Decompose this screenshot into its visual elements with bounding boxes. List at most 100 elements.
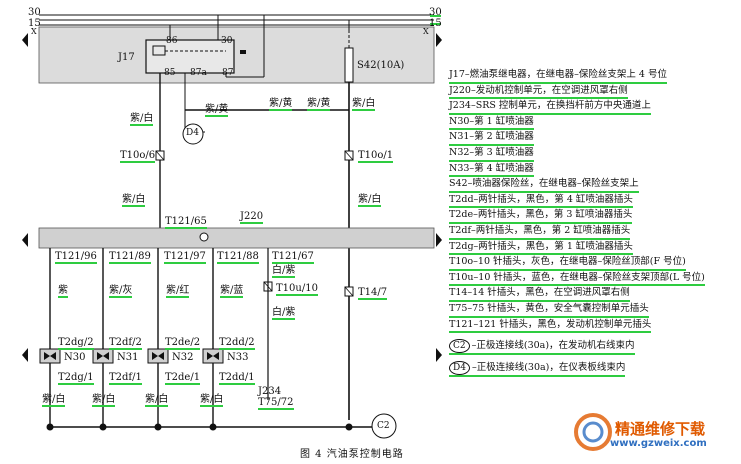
ecu-ground-symbol: [199, 232, 209, 242]
wire-label-3b: 紫/黄: [307, 98, 331, 111]
conn-t14-7: T14/7: [358, 287, 388, 300]
wire-label-5b: 紫/白: [358, 194, 382, 207]
conn-t10o6: T10o/6: [120, 150, 156, 163]
injector-n33: [202, 348, 224, 364]
conn-t121-67: T121/67: [272, 251, 314, 264]
ground-d4-label: D4: [186, 128, 199, 138]
injector-n30: [39, 348, 61, 364]
wire-label-10: 紫/红: [166, 285, 190, 298]
relay-panel-band: [38, 26, 435, 84]
wire-label-6: 白/紫: [272, 265, 296, 278]
wire-label-9: 紫/灰: [109, 285, 133, 298]
legend-item: T2dg–两针插头，黑色，第 1 缸喷油器插头: [449, 240, 633, 256]
injector-n30-label: N30: [64, 352, 86, 363]
wire-label-b1: 紫/白: [42, 394, 66, 407]
module-j234: J234: [258, 386, 282, 397]
conn-t10u10: T10u/10: [276, 283, 318, 296]
relay-pin-85: 85: [164, 68, 176, 78]
conn-t121-88: T121/88: [217, 251, 259, 264]
ecu-name: J220: [240, 211, 264, 224]
legend-item: J234–SRS 控制单元，在换挡杆前方中央通道上: [449, 99, 651, 115]
relay-name: J17: [118, 52, 135, 63]
legend-item: N32–第 3 缸喷油器: [449, 146, 534, 162]
ground-d4-circle: [182, 123, 204, 145]
fuse-s42: [344, 47, 354, 83]
figure-caption: 图 4 汽油泵控制电路: [300, 449, 404, 460]
legend-item: J220–发动机控制单元，在空调进风罩右侧: [449, 84, 628, 100]
relay-pin-87a: 87a: [190, 68, 207, 78]
legend-item: T121–121 针插头，黑色，发动机控制单元插头: [449, 318, 652, 334]
injector-n33-label: N33: [227, 352, 249, 363]
legend-c2-text: –正极连接线(30a)，在发动机右线束内: [471, 340, 635, 352]
conn-t121-97: T121/97: [164, 251, 206, 264]
legend-item: N30–第 1 缸喷油器: [449, 115, 534, 131]
wire-label-11: 紫/蓝: [220, 285, 244, 298]
conn-t2dg2: T2dg/2: [58, 337, 94, 350]
legend-d4-text: –正极连接线(30a)，在仪表板线束内: [471, 362, 626, 374]
conn-t121-89: T121/89: [109, 251, 151, 264]
legend-item: T10u–10 针插头，蓝色，在继电器–保险丝支架顶部(L 号位): [449, 271, 705, 287]
legend-item: J17–燃油泵继电器，在继电器–保险丝支架上 4 号位: [449, 68, 667, 84]
legend-item: T10o–10 针插头，灰色，在继电器–保险丝顶部(F 号位): [449, 255, 686, 271]
relay-marker: [240, 50, 246, 54]
conn-t2df1: T2df/1: [109, 372, 142, 385]
relay-pin-86: 86: [166, 36, 178, 46]
injector-n32: [147, 348, 169, 364]
conn-t75-72: T75/72: [258, 397, 294, 410]
conn-t121-96: T121/96: [55, 251, 97, 264]
wire-label-4: 紫/白: [352, 98, 376, 111]
wire-label-1: 紫/白: [130, 113, 154, 126]
conn-t2dg1: T2dg/1: [58, 372, 94, 385]
conn-t121-65: T121/65: [165, 216, 207, 229]
legend-item: T2dd–两针插头，黑色，第 4 缸喷油器插头: [449, 193, 633, 209]
legend-ground-d4: D4–正极连接线(30a)，在仪表板线束内: [449, 361, 626, 378]
left-arrow-mid: [22, 233, 28, 247]
relay-pin-87: 87: [222, 68, 234, 78]
right-arrow-mid: [436, 233, 442, 247]
injector-n32-label: N32: [172, 352, 194, 363]
injector-n31: [92, 348, 114, 364]
wire-label-3: 紫/黄: [269, 98, 293, 111]
legend-item: T14–14 针插头，黑色，在空调进风罩右侧: [449, 286, 630, 302]
conn-t2dd2: T2dd/2: [219, 337, 255, 350]
fuse-label: S42(10A): [357, 60, 405, 71]
injector-n31-label: N31: [117, 352, 139, 363]
node-2: [99, 423, 107, 431]
conn-t2df2: T2df/2: [109, 337, 142, 350]
ground-c2-circle: [371, 413, 397, 439]
bus-x-left: X: [31, 27, 37, 36]
watermark-title: 精通维修下载: [615, 420, 706, 438]
conn-t2dd1: T2dd/1: [219, 372, 255, 385]
legend-ground-c2: C2–正极连接线(30a)，在发动机右线束内: [449, 339, 635, 356]
relay-pin-30: 30: [221, 36, 233, 46]
bus-15-right: 15: [429, 18, 442, 29]
ground-c2-label: C2: [377, 421, 390, 431]
watermark-url: www.gzweix.com: [610, 438, 707, 449]
legend-item: S42–喷油器保险丝，在继电器–保险丝支架上: [449, 177, 639, 193]
left-arrow-top: [22, 33, 28, 47]
legend: J17–燃油泵继电器，在继电器–保险丝支架上 4 号位 J220–发动机控制单元…: [449, 68, 734, 378]
node-4: [209, 423, 217, 431]
ecu-j220-band: [38, 227, 435, 249]
bus-x-right: X: [423, 27, 429, 36]
node-5: [345, 423, 353, 431]
watermark-logo-icon: [574, 413, 612, 451]
conn-t2de1: T2de/1: [165, 372, 201, 385]
legend-item: N31–第 2 缸喷油器: [449, 130, 534, 146]
bus-15-left: 15: [28, 18, 41, 29]
wire-label-5: 紫/白: [122, 194, 146, 207]
legend-item: N33–第 4 缸喷油器: [449, 162, 534, 178]
left-arrow-low: [22, 348, 28, 362]
conn-t2de2: T2de/2: [165, 337, 201, 350]
node-3: [154, 423, 162, 431]
legend-item: T2df–两针插头，黑色，第 2 缸喷油器插头: [449, 224, 631, 240]
wire-label-b3: 紫/白: [145, 394, 169, 407]
wire-label-b4: 紫/白: [200, 394, 224, 407]
bus-30-left: 30: [28, 7, 41, 18]
node-1: [46, 423, 54, 431]
legend-item: T75–75 针插头，黄色，安全气囊控制单元插头: [449, 302, 649, 318]
wire-label-2: 紫/黄: [205, 104, 229, 117]
right-arrow-top: [436, 33, 442, 47]
wire-label-7: 白/紫: [272, 307, 296, 320]
